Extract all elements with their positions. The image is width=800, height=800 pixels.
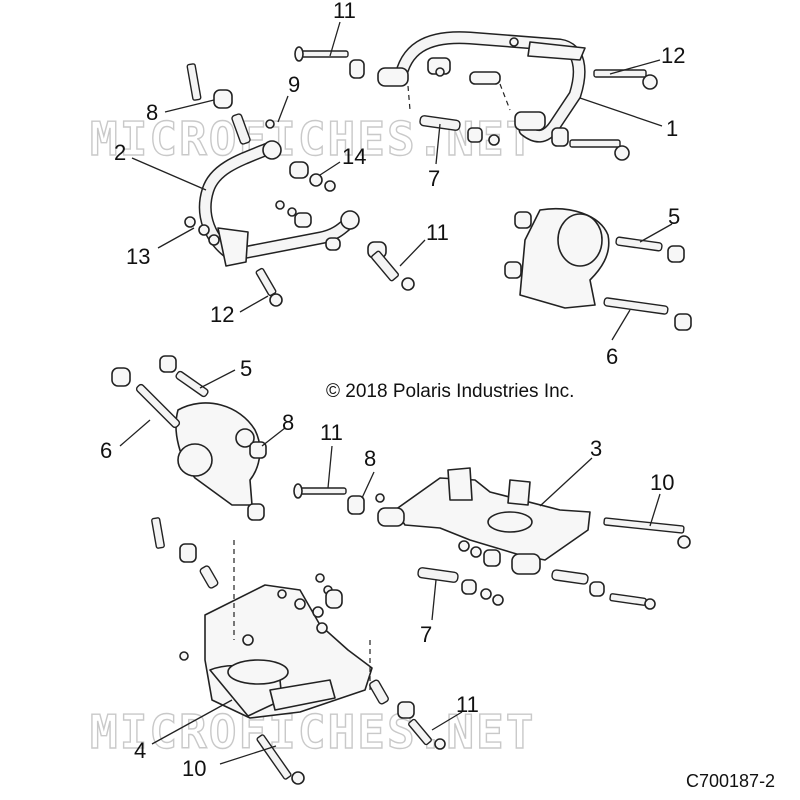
knuckle-right [504,207,610,309]
sleeve-7-top [419,115,500,146]
lower-control-arm-left [204,584,373,719]
callout-5-right: 5 [668,204,680,229]
callout-11-mid: 11 [320,420,343,445]
lower-control-arm-right [377,467,591,575]
bolt-12-top [593,69,658,90]
hardware-13 [184,216,220,246]
pin-6-left [135,383,181,429]
bushing-top-a [349,59,409,87]
callout-13: 13 [126,244,150,269]
upper-control-arm-left [198,140,360,267]
drawing-code: C700187-2 [686,771,775,791]
callout-10-right: 10 [650,470,674,495]
sleeve-7-mid [417,567,504,606]
bolt-lower-upper [151,517,219,589]
pin-5-left [175,370,209,398]
hardware-lower-center [179,573,343,661]
pin-6-right [603,297,692,331]
callout-7-mid: 7 [420,622,432,647]
callout-12-top: 12 [661,43,685,68]
leader-lines [119,21,673,765]
pin-5-right [615,236,685,263]
bolt-11-mid [293,483,385,515]
bushing-top-b [427,37,519,85]
callout-8-top: 8 [146,100,158,125]
callout-4: 4 [134,738,146,763]
knuckle-left [111,355,261,506]
copyright-text: © 2018 Polaris Industries Inc. [326,381,574,402]
callout-11-top: 11 [333,0,356,23]
bolt-right-1 [551,127,630,161]
callout-11-lower: 11 [456,692,479,717]
bolt-11-lower [369,679,446,750]
callout-2: 2 [114,140,126,165]
callout-11-left: 11 [426,220,449,245]
bolt-11-top [294,46,349,62]
callout-8-left: 8 [282,410,294,435]
callout-5-left: 5 [240,356,252,381]
hardware-center [275,200,387,259]
bolt-11-left [371,250,415,291]
callout-9: 9 [288,72,300,97]
watermark-top: MICROFICHES.NET [90,112,535,166]
callouts: 11 12 1 7 8 9 2 14 13 11 12 5 6 5 6 8 11… [100,0,685,781]
callout-8-mid: 8 [364,446,376,471]
upper-control-arm-right [393,31,586,143]
callout-6-right: 6 [606,344,618,369]
callout-10-lower: 10 [182,756,206,781]
bolt-8-top-left [186,63,275,145]
hardware-mid-right [458,540,656,610]
callout-12-left: 12 [210,302,234,327]
bolt-10-right [603,517,691,549]
callout-3: 3 [590,436,602,461]
bolt-10-lower [256,734,305,785]
callout-6-left: 6 [100,438,112,463]
bushing-14 [289,161,336,192]
callout-14: 14 [342,144,366,169]
callout-1: 1 [666,116,678,141]
bolt-12-left [255,267,283,307]
callout-7-top: 7 [428,166,440,191]
